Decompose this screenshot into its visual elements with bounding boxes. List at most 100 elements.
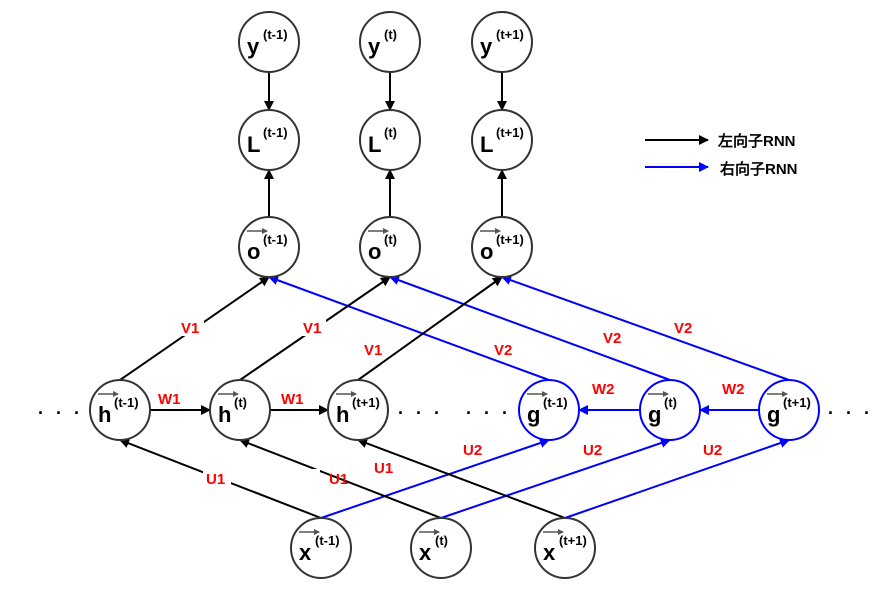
node-h-2: h(t+1) <box>327 379 389 441</box>
edge-g-to-o-v2 <box>501 275 790 381</box>
node-base-label: y <box>247 34 260 59</box>
edges-layer <box>119 72 790 519</box>
legend-forward-label: 左向子RNN <box>717 132 796 150</box>
edge-x-to-g-u2 <box>440 438 671 519</box>
node-y-1: y(t) <box>359 11 421 73</box>
node-circle <box>359 109 421 171</box>
edge-label-v1: V1 <box>303 320 321 337</box>
node-circle <box>238 216 300 278</box>
legend: 左向子RNN 右向子RNN <box>645 132 798 178</box>
edge-label-u2: U2 <box>583 442 602 459</box>
edge-label-v2: V2 <box>674 320 692 337</box>
node-circle <box>89 379 151 441</box>
node-o-0: o(t-1) <box>238 216 300 278</box>
edge-label-v1: V1 <box>181 320 199 337</box>
node-o-2: o(t+1) <box>471 216 533 278</box>
node-base-label: h <box>218 402 231 427</box>
node-base-label: L <box>247 132 260 157</box>
edge-label-v1: V1 <box>364 342 382 359</box>
node-L-2: L(t+1) <box>471 109 533 171</box>
edge-labels-layer: V1 V1 V1 V2 V2 V2 W1 W1 W2 W2 U1 U1 U1 U… <box>158 318 745 488</box>
node-base-label: o <box>368 239 381 264</box>
nodes-layer: y(t-1)y(t)y(t+1)L(t-1)L(t)L(t+1)o(t-1)o(… <box>89 11 820 579</box>
node-superscript: (t) <box>384 27 397 42</box>
node-superscript: (t) <box>435 533 448 548</box>
node-base-label: o <box>480 239 493 264</box>
edge-g-to-o-v2 <box>389 275 671 381</box>
node-circle <box>238 11 300 73</box>
edge-x-to-g-u2 <box>564 438 790 519</box>
node-superscript: (t-1) <box>263 125 288 140</box>
node-base-label: h <box>336 402 349 427</box>
node-superscript: (t) <box>384 125 397 140</box>
node-base-label: x <box>419 540 432 565</box>
node-base-label: y <box>368 34 381 59</box>
node-superscript: (t+1) <box>496 125 524 140</box>
node-superscript: (t+1) <box>559 533 587 548</box>
edge-g-to-o-v2 <box>268 275 550 381</box>
edge-x-to-h-u1 <box>357 438 566 519</box>
edge-label-w2: W2 <box>722 381 745 398</box>
node-superscript: (t-1) <box>315 533 340 548</box>
node-circle <box>209 379 271 441</box>
node-o-1: o(t) <box>359 216 421 278</box>
node-circle <box>359 11 421 73</box>
node-circle <box>639 379 701 441</box>
node-superscript: (t+1) <box>496 27 524 42</box>
edge-label-u2: U2 <box>703 442 722 459</box>
node-superscript: (t+1) <box>783 395 811 410</box>
node-base-label: x <box>543 540 556 565</box>
node-y-0: y(t-1) <box>238 11 300 73</box>
ellipsis-right-g: . . . <box>828 398 873 418</box>
node-circle <box>518 379 580 441</box>
edge-label-u2: U2 <box>463 442 482 459</box>
node-base-label: L <box>480 132 493 157</box>
node-x-2: x(t+1) <box>534 517 596 579</box>
node-g-1: g(t) <box>639 379 701 441</box>
edge-label-w1: W1 <box>281 391 304 408</box>
node-base-label: L <box>368 132 381 157</box>
edge-label-u1: U1 <box>329 471 348 488</box>
node-x-0: x(t-1) <box>290 517 352 579</box>
node-superscript: (t-1) <box>263 232 288 247</box>
node-superscript: (t) <box>664 395 677 410</box>
node-base-label: x <box>299 540 312 565</box>
node-superscript: (t+1) <box>496 232 524 247</box>
node-superscript: (t) <box>384 232 397 247</box>
node-superscript: (t-1) <box>114 395 139 410</box>
node-circle <box>290 517 352 579</box>
node-y-2: y(t+1) <box>471 11 533 73</box>
node-base-label: y <box>480 34 493 59</box>
edge-x-to-g-u2 <box>320 438 550 519</box>
node-base-label: g <box>767 402 780 427</box>
node-base-label: g <box>527 402 540 427</box>
node-circle <box>471 109 533 171</box>
edge-label-w2: W2 <box>592 381 615 398</box>
node-circle <box>471 11 533 73</box>
edge-h-to-o-v1 <box>357 276 503 381</box>
node-base-label: g <box>648 402 661 427</box>
ellipsis-right-h: . . . <box>398 398 443 418</box>
edge-x-to-h-u1 <box>239 438 442 519</box>
node-L-0: L(t-1) <box>238 109 300 171</box>
node-h-1: h(t) <box>209 379 271 441</box>
node-circle <box>471 216 533 278</box>
node-L-1: L(t) <box>359 109 421 171</box>
node-circle <box>758 379 820 441</box>
node-superscript: (t+1) <box>352 395 380 410</box>
edge-label-u1: U1 <box>374 460 393 477</box>
node-circle <box>238 109 300 171</box>
node-superscript: (t-1) <box>263 27 288 42</box>
edge-label-u1: U1 <box>206 471 225 488</box>
node-circle <box>327 379 389 441</box>
edge-label-v2: V2 <box>494 342 512 359</box>
node-circle <box>534 517 596 579</box>
node-superscript: (t) <box>234 395 247 410</box>
node-h-0: h(t-1) <box>89 379 151 441</box>
ellipsis-left-g: . . . <box>466 398 511 418</box>
edge-label-v2: V2 <box>603 330 621 347</box>
node-circle <box>410 517 472 579</box>
node-x-1: x(t) <box>410 517 472 579</box>
node-g-2: g(t+1) <box>758 379 820 441</box>
